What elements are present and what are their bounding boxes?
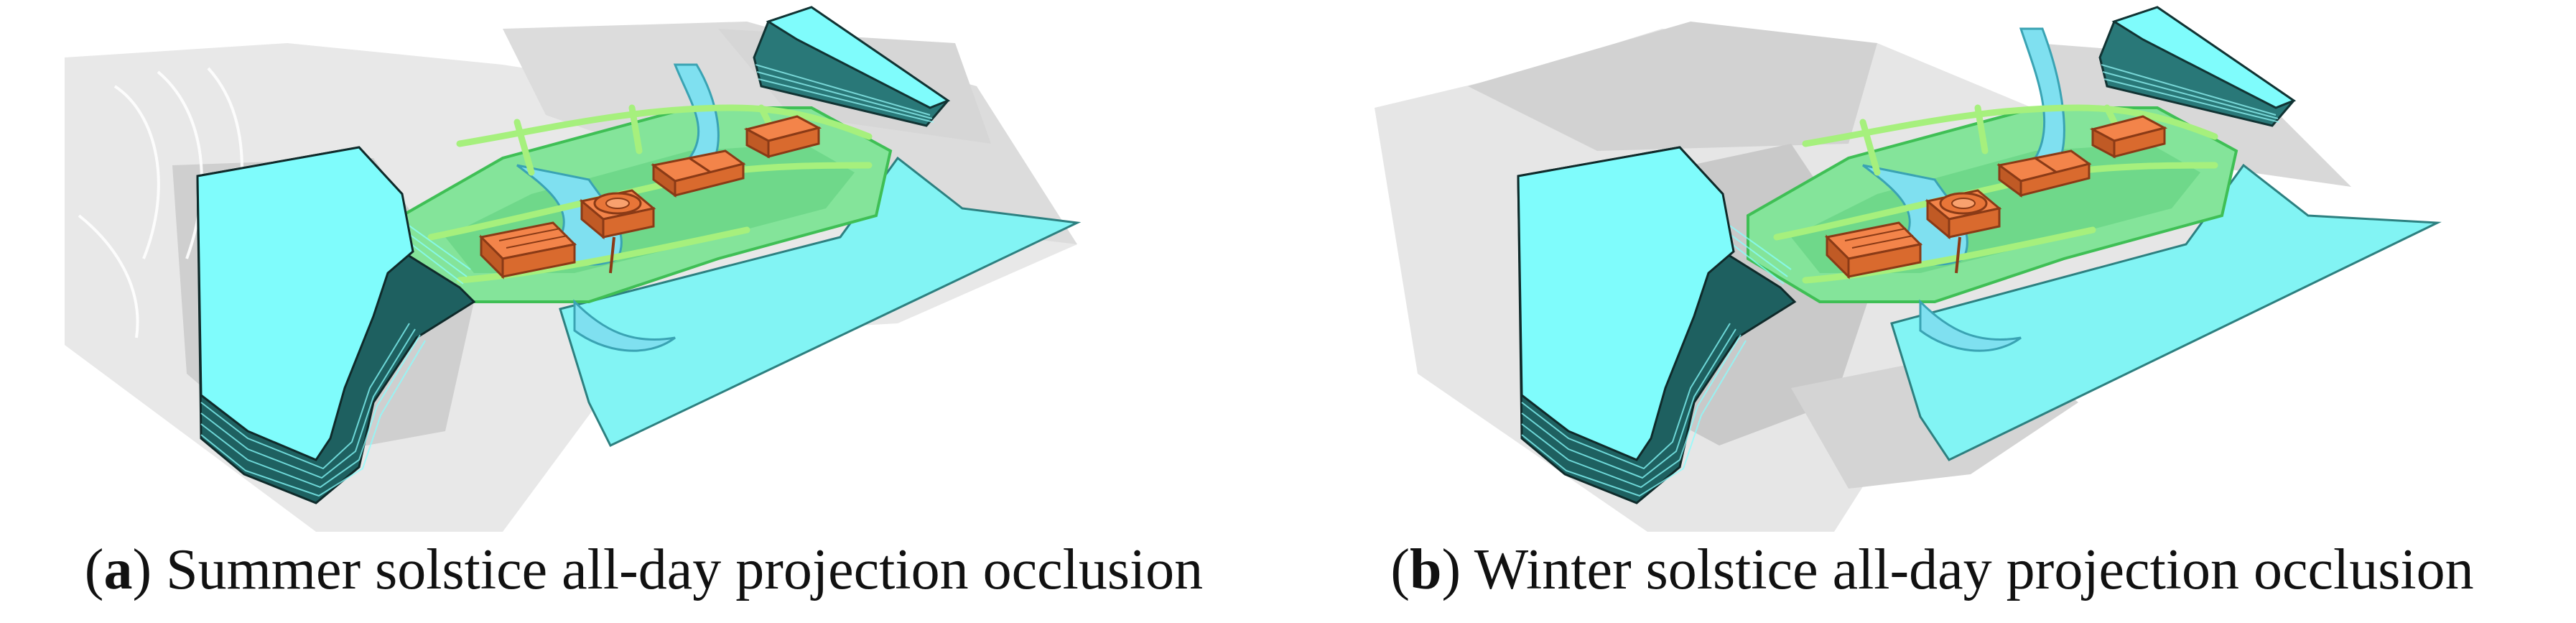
panel-b: (b) Winter solstice all-day projection o…: [1288, 0, 2576, 623]
building: [579, 189, 656, 274]
building: [651, 149, 746, 198]
pond: [1919, 299, 2022, 352]
caption-a: (a) Summer solstice all-day projection o…: [84, 538, 1204, 601]
water-block-top-right: [753, 6, 951, 127]
shadow-region: [1468, 22, 1877, 151]
buildings: [1824, 115, 2168, 280]
building: [2089, 115, 2168, 159]
panel-a: (a) Summer solstice all-day projection o…: [65, 6, 1204, 601]
water-block-left: [196, 146, 476, 504]
building: [1925, 189, 2002, 274]
pond: [573, 299, 676, 352]
water-plane-right: [1890, 163, 2442, 461]
caption-b-letter: b: [1410, 538, 1442, 601]
water-block-left: [1517, 146, 1797, 504]
panel-b-illustration: [1375, 6, 2442, 532]
building: [743, 115, 822, 159]
buildings: [478, 115, 822, 280]
caption-a-text: Summer solstice all-day projection occlu…: [166, 538, 1204, 601]
caption-b-text: Winter solstice all-day projection occlu…: [1474, 538, 2474, 601]
building: [1824, 221, 1923, 280]
panel-a-illustration: [65, 6, 1082, 532]
building: [1996, 149, 2092, 198]
water-block-top-right: [2098, 6, 2297, 127]
caption-a-letter: a: [103, 538, 133, 601]
caption-b: (b) Winter solstice all-day projection o…: [1390, 538, 2474, 601]
building: [478, 221, 577, 280]
